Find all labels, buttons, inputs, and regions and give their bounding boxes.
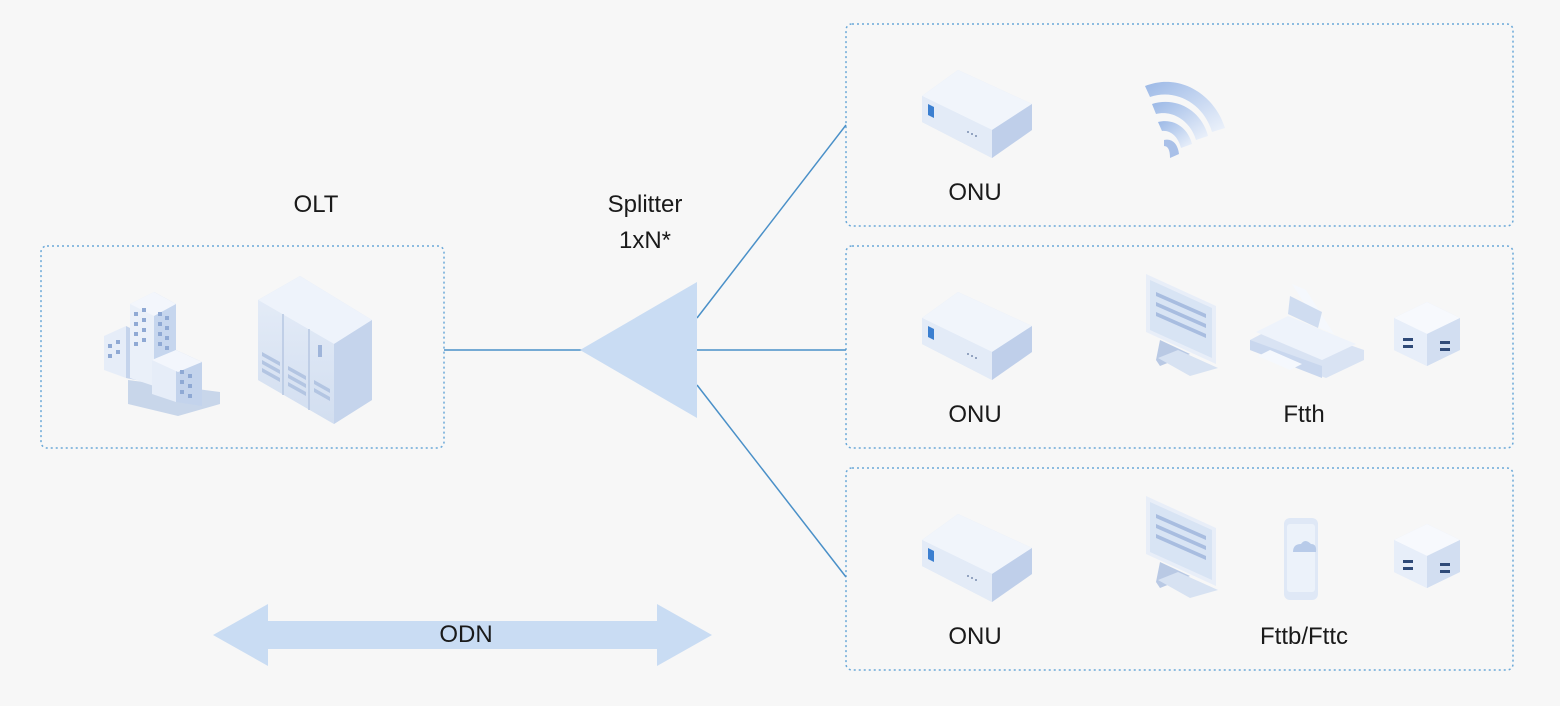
onu-device-icon — [922, 292, 1032, 380]
building-icon — [104, 292, 220, 416]
odn-label: ODN — [439, 621, 493, 648]
onu-device-icon — [922, 514, 1032, 602]
onu-label: ONU — [948, 623, 1002, 650]
phone-icon — [1284, 518, 1318, 600]
printer-icon — [1250, 284, 1364, 378]
branch-box-2 — [845, 245, 1514, 449]
olt-title: OLT — [293, 191, 339, 218]
router-icon — [1394, 302, 1460, 366]
odn-arrow — [213, 604, 712, 666]
splitter-link-3 — [696, 384, 847, 578]
onu-device-icon — [922, 70, 1032, 158]
branch-box-1 — [845, 23, 1514, 227]
monitor-icon — [1146, 496, 1218, 598]
branch-group-label: Fttb/Fttc — [1259, 623, 1348, 650]
wifi-icon — [1145, 81, 1225, 158]
splitter-icon — [580, 282, 697, 418]
olt-server-icon — [258, 276, 372, 424]
splitter-title: Splitter — [607, 191, 683, 218]
splitter-link-1 — [696, 124, 847, 319]
monitor-icon — [1146, 274, 1218, 376]
olt-box — [40, 245, 445, 449]
splitter-ratio: 1xN* — [618, 227, 672, 254]
branch-box-3 — [845, 467, 1514, 671]
branch-group-label: Ftth — [1283, 401, 1325, 428]
onu-label: ONU — [948, 401, 1002, 428]
onu-label: ONU — [948, 179, 1002, 206]
router-icon — [1394, 524, 1460, 588]
